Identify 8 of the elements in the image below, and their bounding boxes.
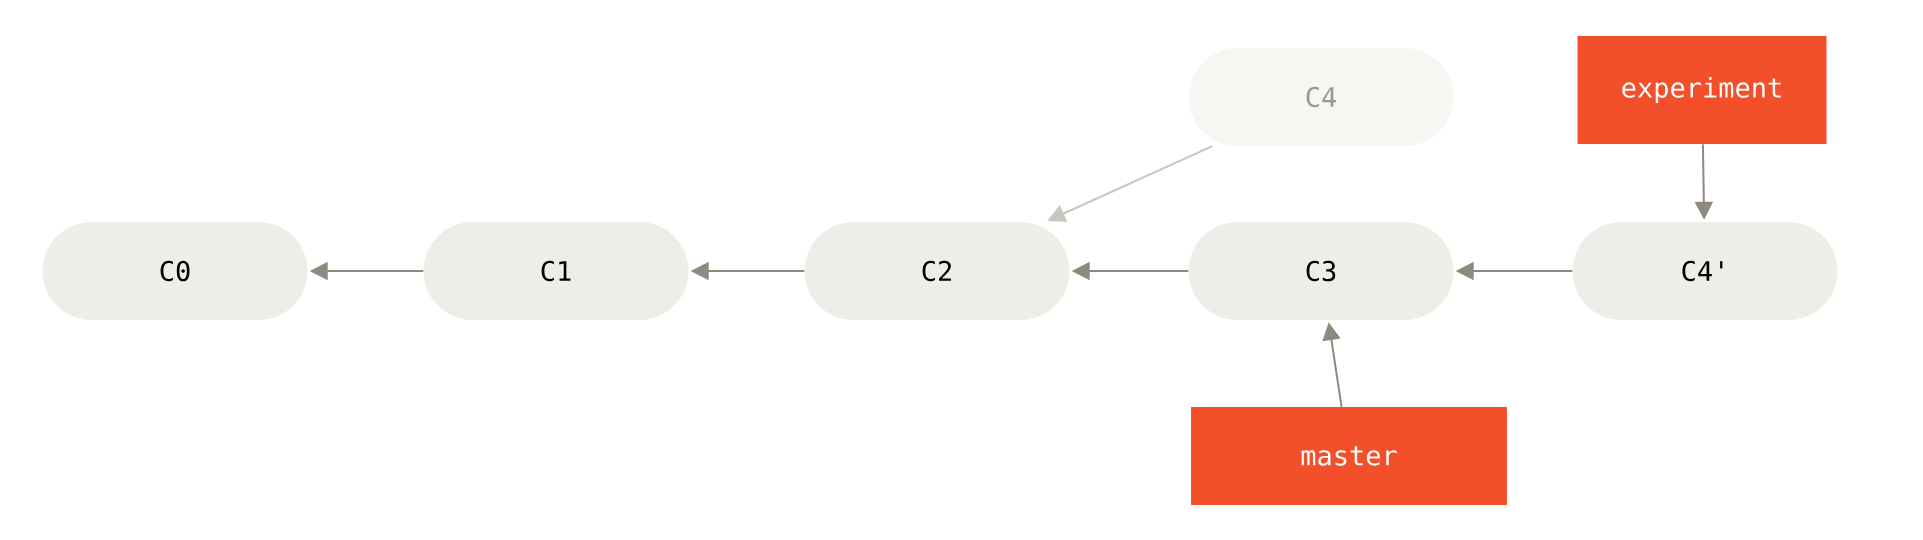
- branch-label: experiment: [1577, 36, 1827, 144]
- commit-box: C2: [804, 222, 1070, 320]
- commit-box: C4': [1572, 222, 1838, 320]
- commit-box: C4: [1188, 48, 1454, 146]
- commit-box: C1: [423, 222, 689, 320]
- branch-label: master: [1191, 407, 1507, 505]
- commit-box: C0: [42, 222, 308, 320]
- commit-box: C3: [1188, 222, 1454, 320]
